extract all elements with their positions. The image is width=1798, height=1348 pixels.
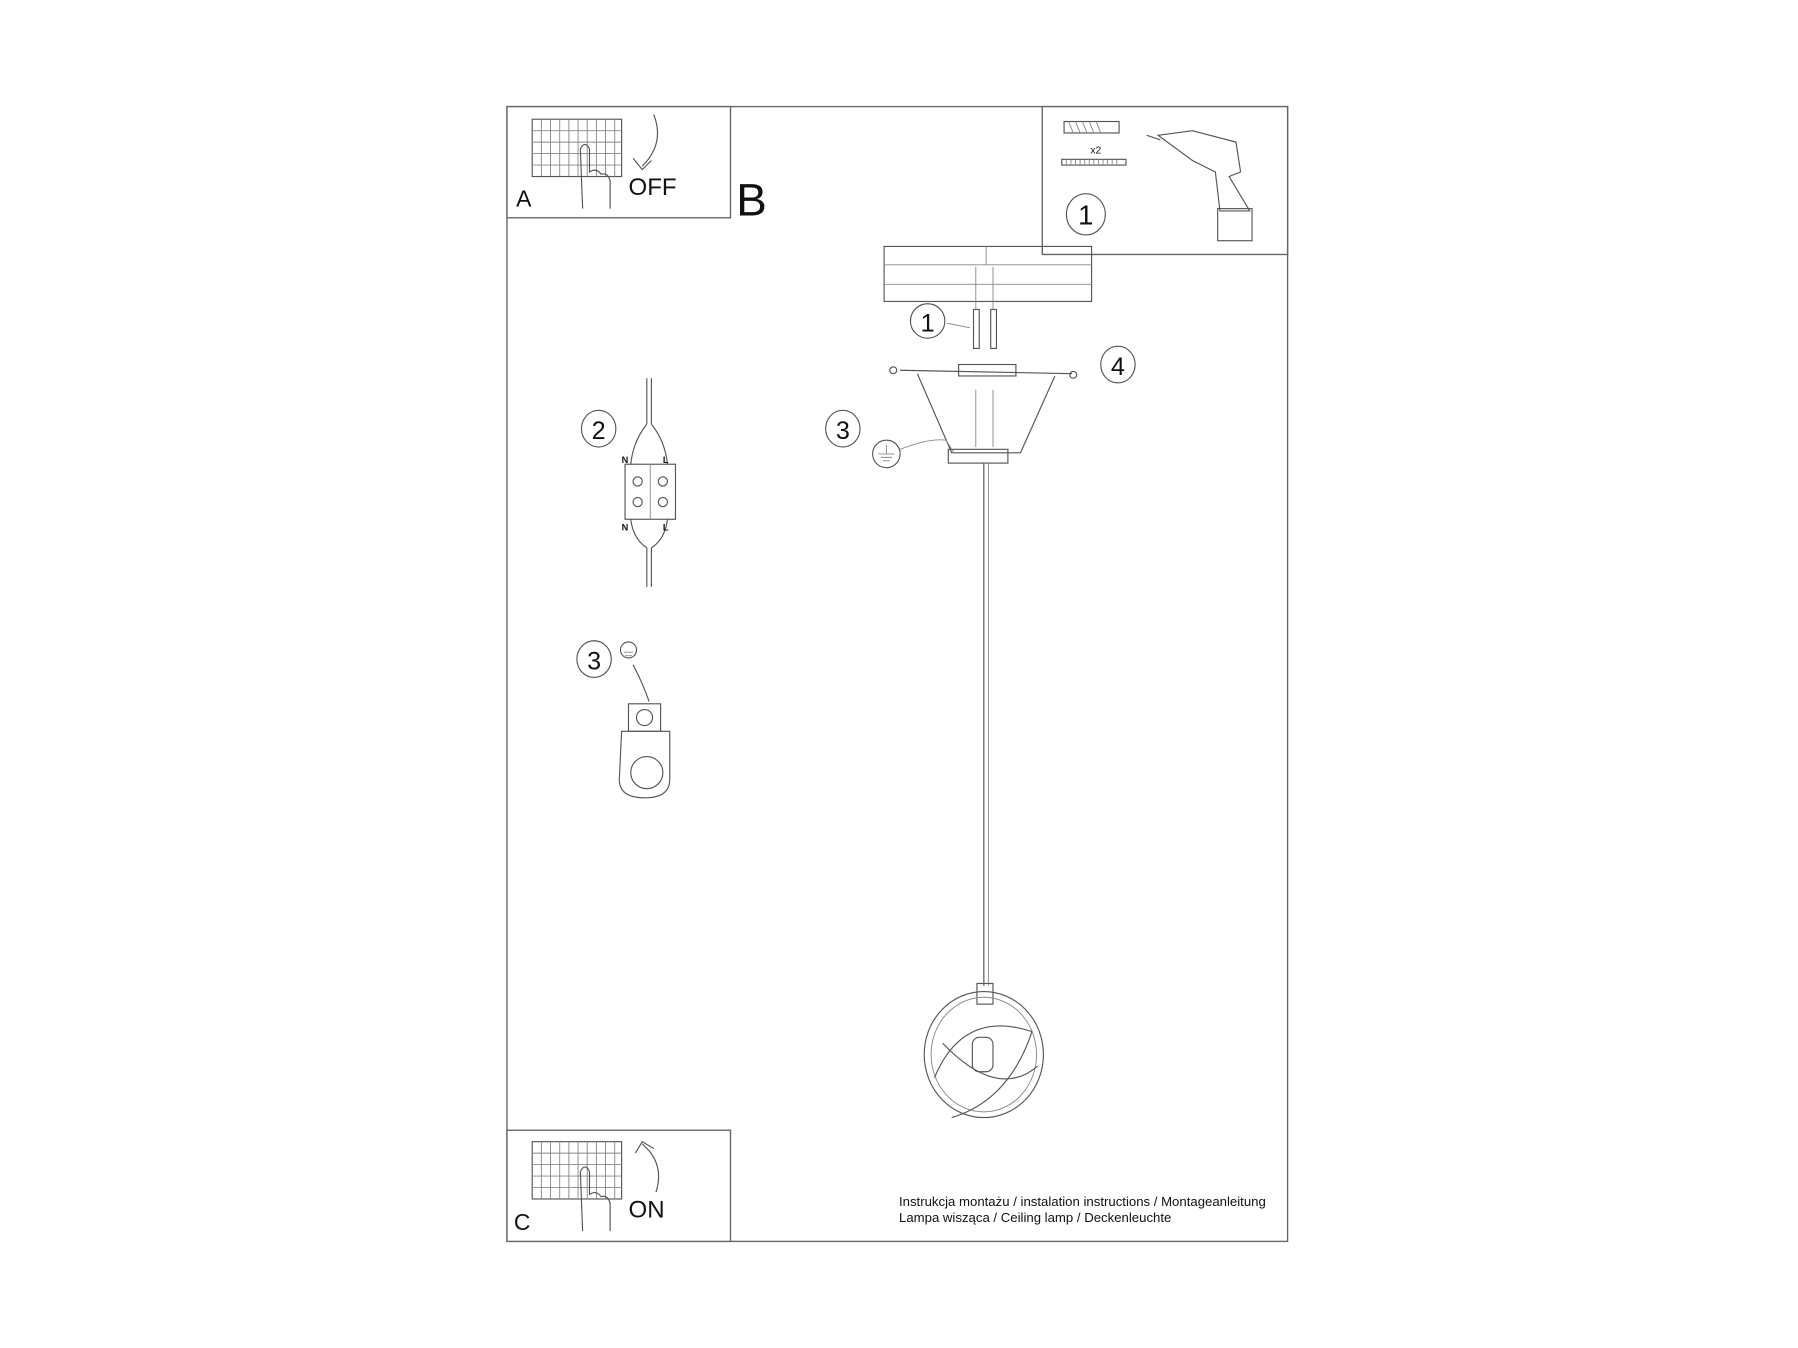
callout-1: 1 bbox=[921, 309, 935, 337]
panel-letter-a: A bbox=[516, 185, 532, 211]
arrow-down-icon bbox=[632, 114, 659, 171]
panel-a-power-off: A OFF bbox=[506, 105, 732, 219]
hand-icon bbox=[579, 1166, 611, 1232]
mounting-bracket bbox=[889, 363, 1078, 464]
breaker-panel-icon bbox=[531, 118, 623, 178]
callout-3-detail-circle bbox=[576, 640, 612, 679]
breaker-panel-icon bbox=[531, 1141, 623, 1200]
wiring-terminal-detail: N L N L bbox=[622, 378, 677, 587]
terminal-n-top: N bbox=[622, 455, 629, 465]
panel-c-power-on: C ON bbox=[506, 1129, 732, 1243]
screw-left-icon bbox=[889, 366, 898, 375]
drill-icon bbox=[1146, 130, 1253, 242]
terminal-n-bottom: N bbox=[622, 523, 629, 533]
quantity-label: x2 bbox=[1090, 146, 1101, 157]
panel-letter-b: B bbox=[736, 173, 767, 225]
callout-4-circle bbox=[1100, 345, 1136, 384]
ground-symbol-icon bbox=[872, 439, 955, 469]
callout-3-detail: 3 bbox=[587, 647, 601, 675]
terminal-l-bottom: L bbox=[663, 523, 669, 533]
callout-3-circle bbox=[825, 409, 861, 448]
screw-right-icon bbox=[1069, 370, 1078, 379]
step-callout-circle bbox=[1065, 193, 1106, 236]
callout-4: 4 bbox=[1111, 353, 1125, 381]
on-label: ON bbox=[628, 1196, 664, 1223]
terminal-l-top: L bbox=[663, 455, 669, 465]
ceiling-block bbox=[883, 245, 1093, 303]
off-label: OFF bbox=[628, 174, 676, 201]
page-frame bbox=[506, 105, 1289, 1243]
callout-1-circle bbox=[909, 303, 946, 339]
screw-icon bbox=[1061, 158, 1127, 166]
lamp-shade-rings bbox=[923, 982, 1045, 1119]
panel-letter-c: C bbox=[514, 1209, 531, 1235]
wall-anchors bbox=[947, 267, 998, 350]
callout-2: 2 bbox=[592, 417, 606, 445]
ground-terminal-detail bbox=[618, 641, 671, 799]
step-number: 1 bbox=[1078, 200, 1093, 231]
hand-icon bbox=[579, 143, 611, 209]
callout-2-circle bbox=[580, 409, 617, 448]
callout-3: 3 bbox=[836, 417, 850, 445]
wall-plug-icon bbox=[1063, 120, 1120, 134]
tools-panel: x2 1 bbox=[1041, 105, 1289, 256]
arrow-up-icon bbox=[634, 1140, 660, 1193]
footer-title: Instrukcja montażu / instalation instruc… bbox=[899, 1194, 1266, 1209]
footer-subtitle: Lampa wisząca / Ceiling lamp / Deckenleu… bbox=[899, 1210, 1171, 1225]
